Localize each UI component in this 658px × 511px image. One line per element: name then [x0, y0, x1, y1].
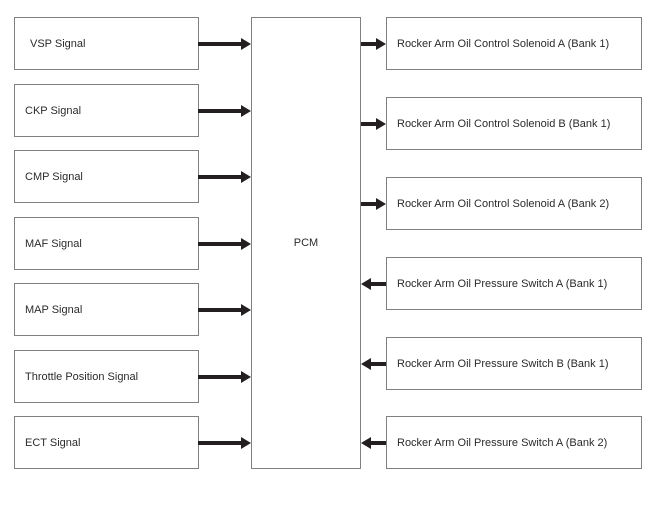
- arrow-head-right-icon: [376, 117, 386, 130]
- device-label-oil-control-solenoid-a-bank2: Rocker Arm Oil Control Solenoid A (Bank …: [397, 197, 610, 210]
- input-box-vsp-signal: VSP Signal: [14, 17, 199, 70]
- arrow-shaft: [198, 174, 241, 179]
- arrow-cmp-signal-to-pcm: [198, 170, 251, 183]
- arrow-map-signal-to-pcm: [198, 303, 251, 316]
- arrow-shaft: [371, 281, 386, 286]
- input-label-cmp-signal: CMP Signal: [25, 170, 83, 183]
- device-box-oil-pressure-switch-a-bank2: Rocker Arm Oil Pressure Switch A (Bank 2…: [386, 416, 642, 469]
- arrow-pcm-to-oil-control-solenoid-a-bank2: [361, 197, 386, 210]
- arrow-shaft: [198, 374, 241, 379]
- device-label-oil-control-solenoid-a-bank1: Rocker Arm Oil Control Solenoid A (Bank …: [397, 37, 610, 50]
- input-label-ect-signal: ECT Signal: [25, 436, 81, 449]
- input-box-maf-signal: MAF Signal: [14, 217, 199, 270]
- arrow-head-left-icon: [361, 277, 371, 290]
- arrow-head-right-icon: [241, 370, 251, 383]
- arrow-head-right-icon: [241, 237, 251, 250]
- input-label-map-signal: MAP Signal: [25, 303, 83, 316]
- arrow-vsp-signal-to-pcm: [198, 37, 251, 50]
- arrow-shaft: [198, 307, 241, 312]
- arrow-shaft: [371, 361, 386, 366]
- arrow-shaft: [371, 440, 386, 445]
- arrow-shaft: [361, 121, 376, 126]
- device-label-oil-pressure-switch-a-bank1: Rocker Arm Oil Pressure Switch A (Bank 1…: [397, 277, 608, 290]
- arrow-head-right-icon: [241, 170, 251, 183]
- arrow-head-right-icon: [241, 37, 251, 50]
- input-label-throttle-position-signal: Throttle Position Signal: [25, 370, 139, 383]
- input-box-ect-signal: ECT Signal: [14, 416, 199, 469]
- input-label-maf-signal: MAF Signal: [25, 237, 82, 250]
- arrow-head-left-icon: [361, 436, 371, 449]
- pcm-label: PCM: [293, 237, 319, 249]
- arrow-shaft: [198, 241, 241, 246]
- arrow-oil-pressure-switch-a-bank1-to-pcm: [361, 277, 386, 290]
- device-label-oil-control-solenoid-b-bank1: Rocker Arm Oil Control Solenoid B (Bank …: [397, 117, 611, 130]
- arrow-head-right-icon: [376, 37, 386, 50]
- arrow-throttle-position-signal-to-pcm: [198, 370, 251, 383]
- arrow-head-right-icon: [241, 436, 251, 449]
- input-box-throttle-position-signal: Throttle Position Signal: [14, 350, 199, 403]
- device-box-oil-control-solenoid-a-bank1: Rocker Arm Oil Control Solenoid A (Bank …: [386, 17, 642, 70]
- arrow-oil-pressure-switch-a-bank2-to-pcm: [361, 436, 386, 449]
- arrow-pcm-to-oil-control-solenoid-b-bank1: [361, 117, 386, 130]
- device-box-oil-pressure-switch-a-bank1: Rocker Arm Oil Pressure Switch A (Bank 1…: [386, 257, 642, 310]
- arrow-maf-signal-to-pcm: [198, 237, 251, 250]
- arrow-shaft: [198, 108, 241, 113]
- input-box-cmp-signal: CMP Signal: [14, 150, 199, 203]
- input-box-ckp-signal: CKP Signal: [14, 84, 199, 137]
- device-box-oil-control-solenoid-b-bank1: Rocker Arm Oil Control Solenoid B (Bank …: [386, 97, 642, 150]
- pcm-box: PCM: [251, 17, 361, 469]
- input-label-vsp-signal: VSP Signal: [30, 37, 86, 50]
- device-box-oil-control-solenoid-a-bank2: Rocker Arm Oil Control Solenoid A (Bank …: [386, 177, 642, 230]
- arrow-head-right-icon: [241, 104, 251, 117]
- input-label-ckp-signal: CKP Signal: [25, 104, 82, 117]
- arrow-shaft: [361, 201, 376, 206]
- arrow-shaft: [198, 41, 241, 46]
- arrow-head-right-icon: [241, 303, 251, 316]
- arrow-head-left-icon: [361, 357, 371, 370]
- device-box-oil-pressure-switch-b-bank1: Rocker Arm Oil Pressure Switch B (Bank 1…: [386, 337, 642, 390]
- arrow-ect-signal-to-pcm: [198, 436, 251, 449]
- device-label-oil-pressure-switch-a-bank2: Rocker Arm Oil Pressure Switch A (Bank 2…: [397, 436, 608, 449]
- device-label-oil-pressure-switch-b-bank1: Rocker Arm Oil Pressure Switch B (Bank 1…: [397, 357, 609, 370]
- arrow-shaft: [361, 41, 376, 46]
- arrow-shaft: [198, 440, 241, 445]
- arrow-pcm-to-oil-control-solenoid-a-bank1: [361, 37, 386, 50]
- arrow-oil-pressure-switch-b-bank1-to-pcm: [361, 357, 386, 370]
- arrow-ckp-signal-to-pcm: [198, 104, 251, 117]
- arrow-head-right-icon: [376, 197, 386, 210]
- input-box-map-signal: MAP Signal: [14, 283, 199, 336]
